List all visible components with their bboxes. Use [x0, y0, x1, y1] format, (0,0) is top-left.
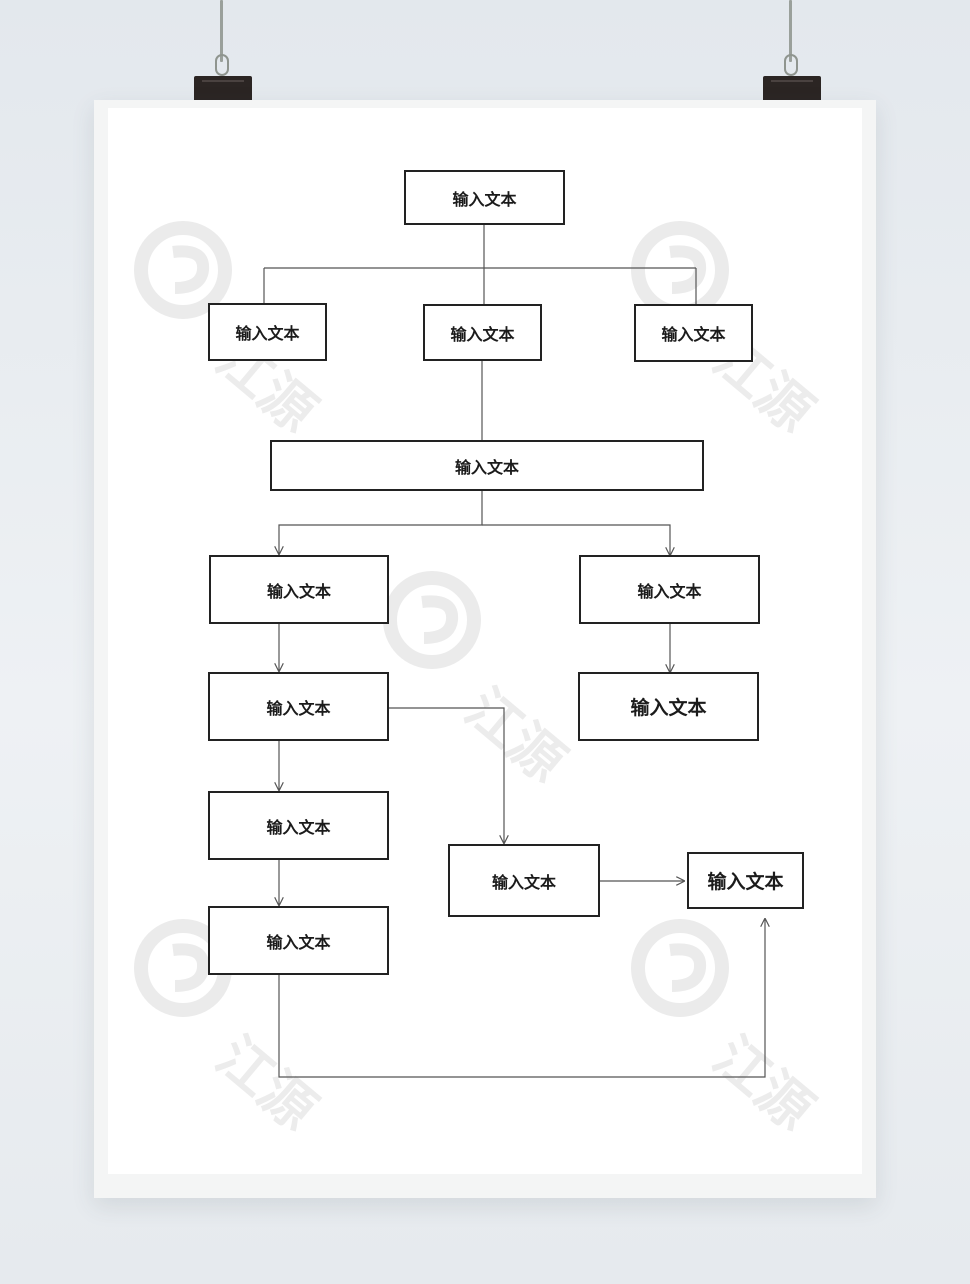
node-label: 输入文本: [450, 324, 515, 344]
node-right-2: 输入文本: [578, 672, 759, 741]
node-label: 输入文本: [491, 872, 556, 892]
node-label: 输入文本: [454, 457, 519, 477]
node-top: 输入文本: [404, 170, 565, 225]
node-wide: 输入文本: [270, 440, 704, 491]
node-label: 输入文本: [266, 698, 331, 718]
connector-left2-to-center: [388, 707, 504, 843]
node-label: 输入文本: [266, 581, 331, 601]
node-left-4: 输入文本: [208, 906, 389, 975]
left-clip-ring: [215, 54, 229, 76]
connector-wide-split: [279, 490, 483, 554]
node-label: 输入文本: [452, 189, 517, 209]
node-label: 输入文本: [637, 581, 702, 601]
node-mid-center: 输入文本: [423, 304, 542, 361]
node-left-3: 输入文本: [208, 791, 389, 860]
node-label: 输入文本: [235, 324, 300, 343]
node-left-2: 输入文本: [208, 672, 389, 741]
node-label: 输入文本: [630, 697, 707, 719]
node-label: 输入文本: [661, 325, 726, 344]
node-label: 输入文本: [266, 817, 331, 837]
node-right-1: 输入文本: [579, 555, 760, 624]
connector-wide-to-right: [482, 524, 670, 555]
node-mid-right: 输入文本: [634, 304, 753, 362]
node-far-right: 输入文本: [687, 852, 804, 909]
node-center: 输入文本: [448, 844, 600, 917]
node-label: 输入文本: [266, 932, 331, 952]
node-label: 输入文本: [707, 871, 784, 893]
left-hanging-wire: [220, 0, 223, 62]
right-clip-ring: [784, 54, 798, 76]
connector-left4-loop: [278, 919, 765, 1078]
node-mid-left: 输入文本: [208, 303, 327, 361]
node-left-1: 输入文本: [209, 555, 389, 624]
right-hanging-wire: [789, 0, 792, 62]
poster-paper: [108, 108, 862, 1174]
